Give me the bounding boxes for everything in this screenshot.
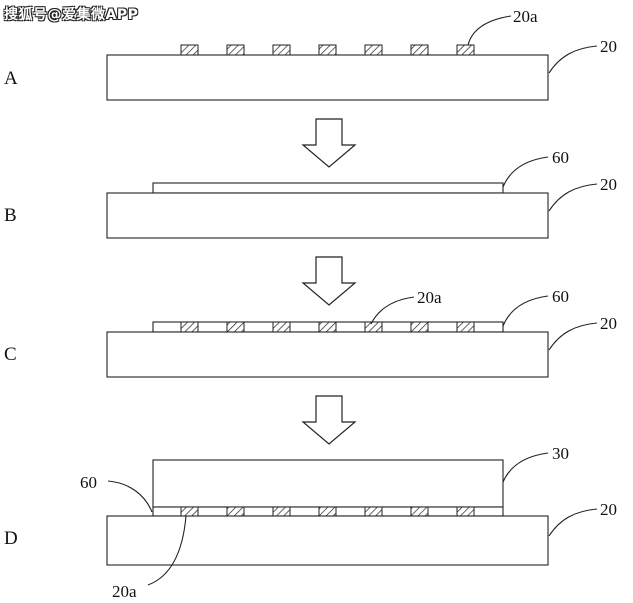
step-d: D 30 60 20 20a [4,444,617,601]
step-c-film-leader [502,295,549,327]
step-d-film-leader [107,480,153,513]
step-a-pads [180,44,475,56]
step-a-pad-leader [467,15,512,46]
step-d-cover-leader [502,452,549,483]
step-d-substrate-leader [548,508,598,537]
step-b: B 60 20 [4,148,617,239]
step-a-substrate-label: 20 [600,37,617,56]
step-b-film [152,182,504,194]
step-d-film-label: 60 [80,473,97,492]
down-arrow-3 [301,395,357,445]
down-arrow-1 [301,118,357,168]
step-a-pad [318,44,337,56]
step-d-substrate-label: 20 [600,500,617,519]
step-c-pad [364,321,383,333]
step-a: A 20a 20 [4,7,617,101]
step-c-pad [180,321,199,333]
step-c-pad [318,321,337,333]
step-a-letter: A [4,68,18,89]
step-b-substrate-leader [548,183,598,212]
step-d-pads [180,506,475,517]
step-a-pad-label: 20a [513,7,538,26]
step-c-film-label: 60 [552,287,569,306]
step-d-pad [272,506,291,517]
down-arrow-2 [301,256,357,306]
step-c-pad [456,321,475,333]
step-a-substrate [106,54,549,101]
step-b-substrate-label: 20 [600,175,617,194]
step-d-letter: D [4,528,18,549]
step-d-cover-label: 30 [552,444,569,463]
step-a-pad [410,44,429,56]
step-a-pad [456,44,475,56]
step-c-pad-label: 20a [417,288,442,307]
step-d-pad [364,506,383,517]
step-a-substrate-leader [548,45,598,74]
step-d-pad-label: 20a [112,582,137,601]
step-d-pad [226,506,245,517]
step-d-pad [410,506,429,517]
step-c-pad-leader [370,296,415,325]
step-c-substrate-leader [548,322,598,351]
step-d-cover [152,459,504,508]
step-c-letter: C [4,344,17,365]
step-b-substrate [106,192,549,239]
step-a-pad [364,44,383,56]
step-a-pad [226,44,245,56]
step-c: C 20a 60 20 [4,287,617,378]
step-a-pad [180,44,199,56]
step-d-pad-leader [147,515,187,586]
step-d-substrate [106,515,549,566]
watermark: 搜狐号@爱集微APP [4,7,139,23]
step-c-pad [410,321,429,333]
step-a-pad [272,44,291,56]
step-b-letter: B [4,205,17,226]
step-c-pads [180,321,475,333]
step-c-substrate-label: 20 [600,314,617,333]
step-c-pad [272,321,291,333]
step-d-pad [318,506,337,517]
step-d-pad [456,506,475,517]
step-d-pad [180,506,199,517]
step-c-pad [226,321,245,333]
step-b-film-label: 60 [552,148,569,167]
step-b-film-leader [502,156,549,188]
step-c-substrate [106,331,549,378]
